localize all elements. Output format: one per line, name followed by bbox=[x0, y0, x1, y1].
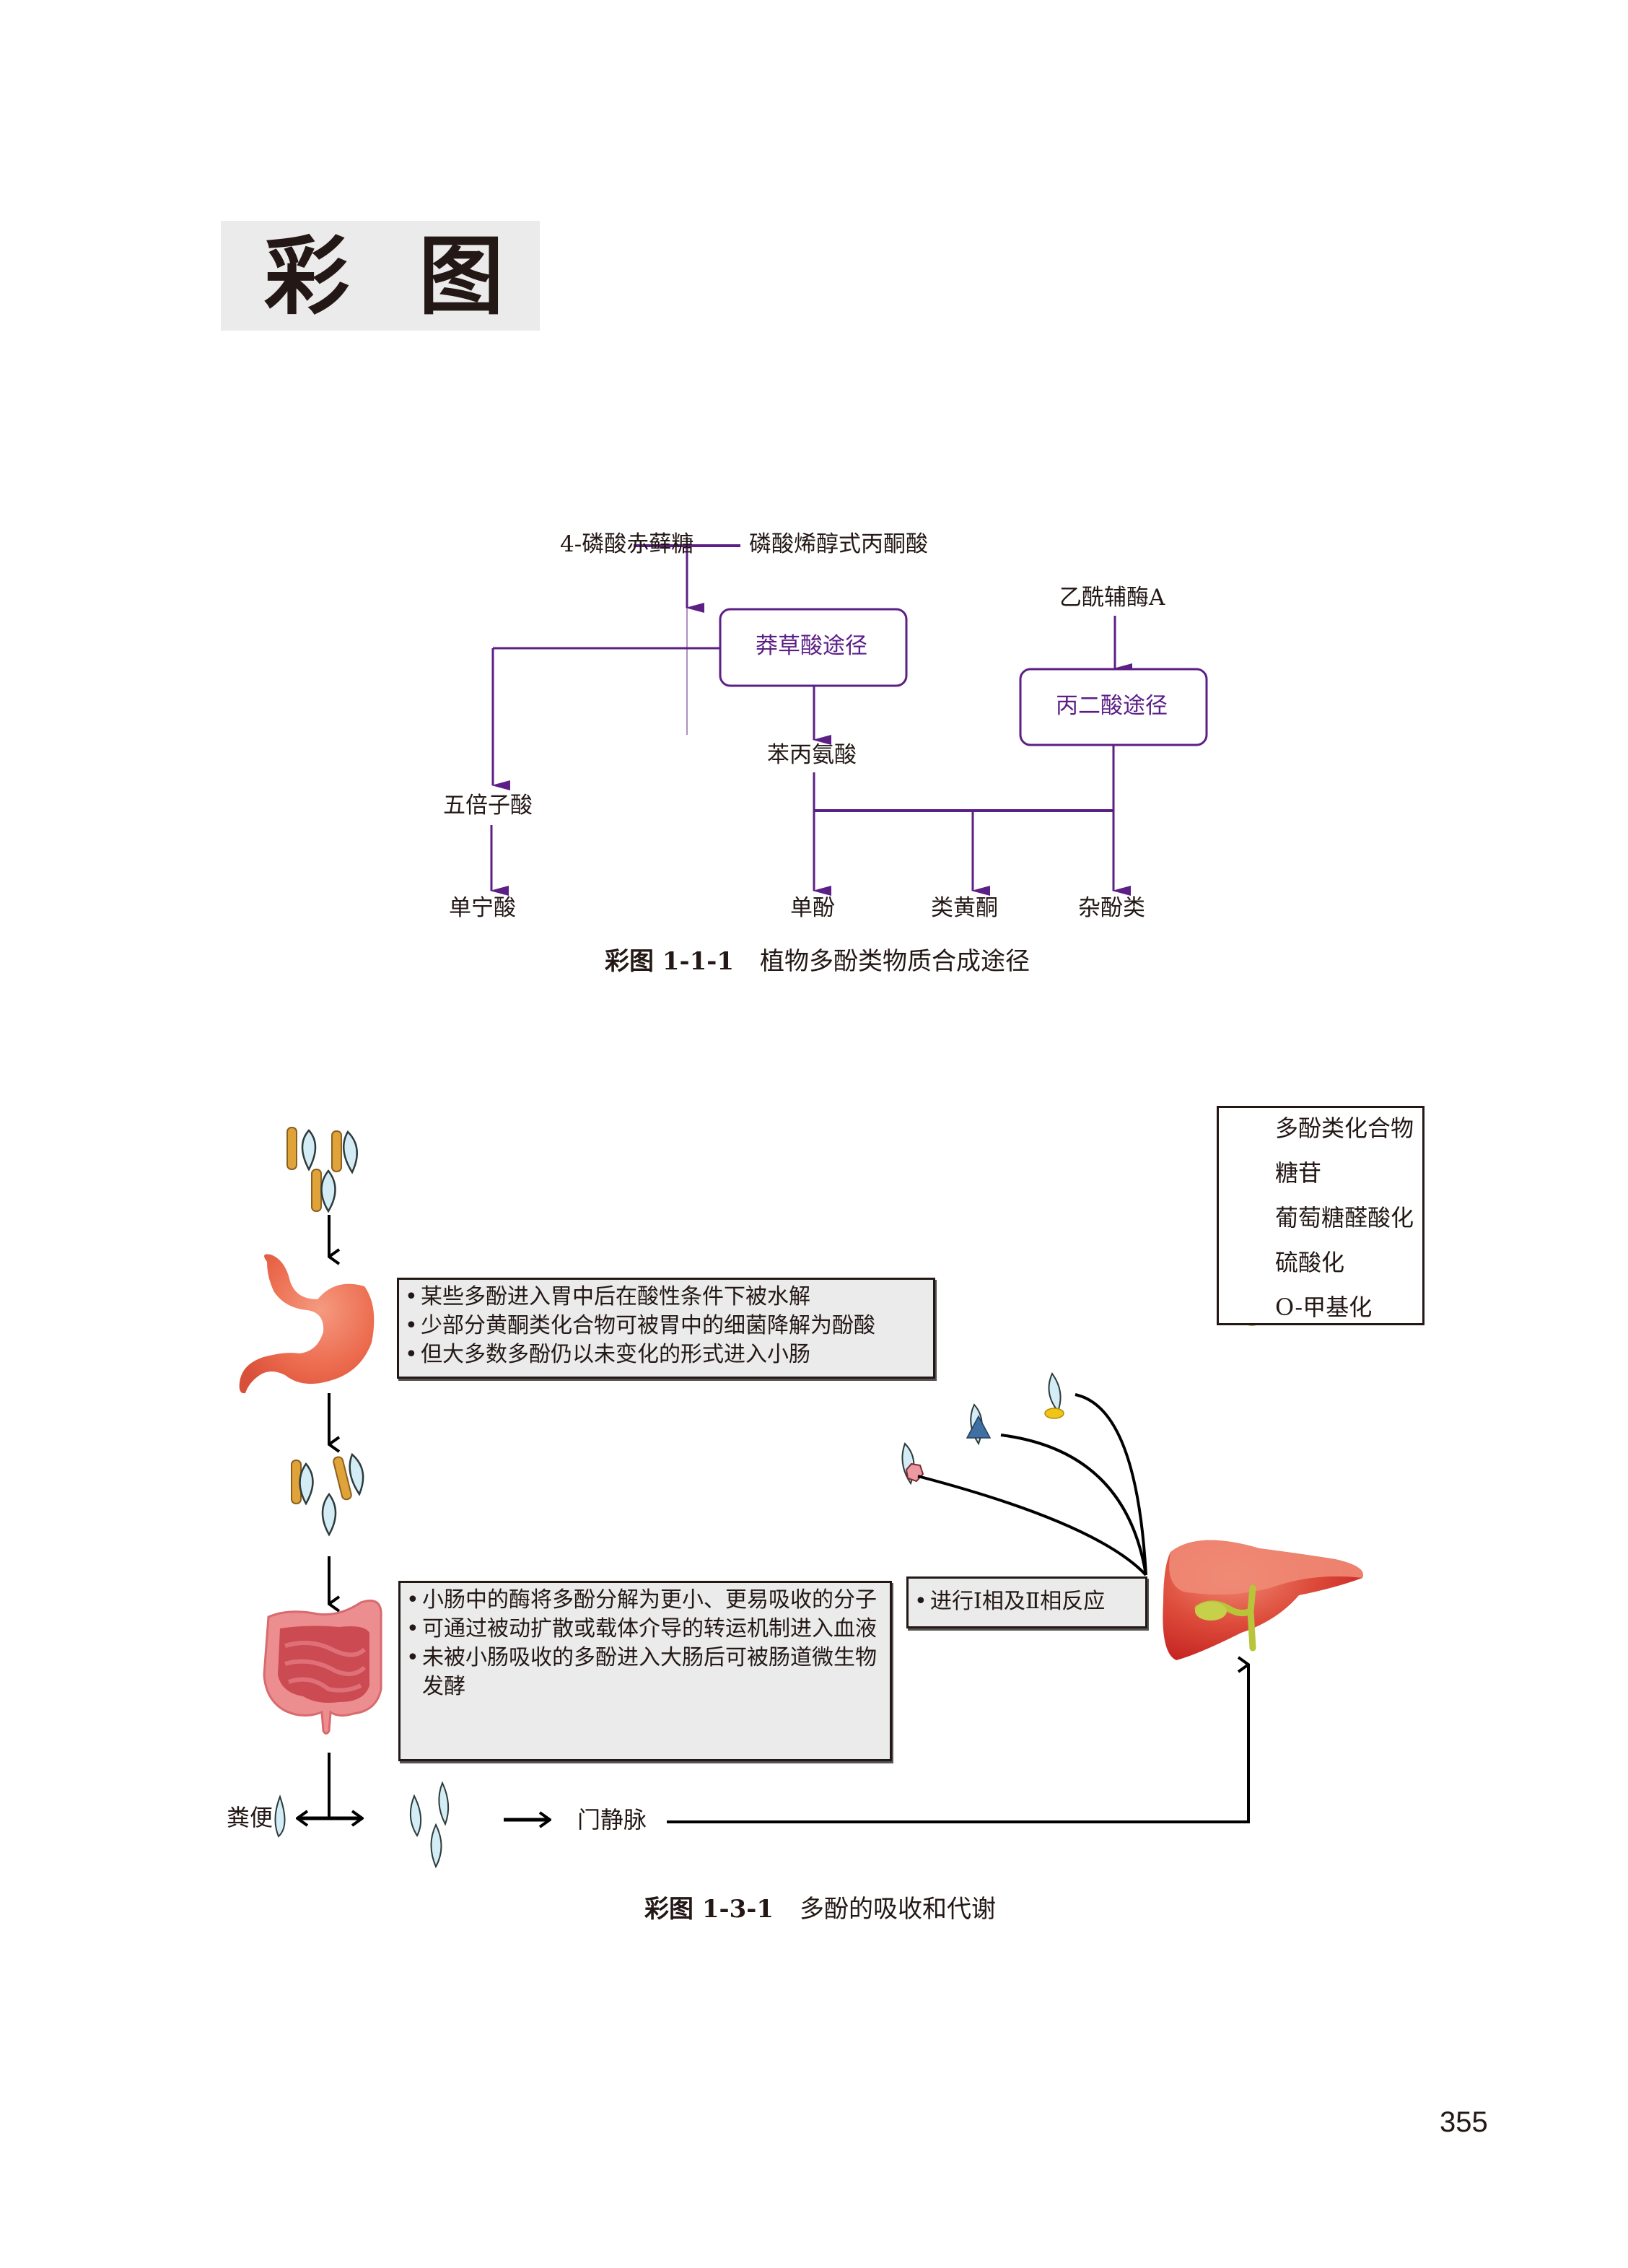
curve-glucuronide-to-liver bbox=[917, 1475, 1147, 1576]
section-title-char-2: 图 bbox=[419, 227, 504, 326]
polyphenol-icon bbox=[438, 1781, 450, 1826]
stomach-notes-box: 某些多酚进入胃中后在酸性条件下被水解 少部分黄酮类化合物可被胃中的细菌降解为酚酸… bbox=[397, 1278, 935, 1379]
stomach-illustration bbox=[239, 1254, 375, 1394]
legend-item-glycoside: 糖苷 bbox=[1275, 1159, 1322, 1187]
feces-label: 粪便 bbox=[227, 1804, 273, 1831]
glycoside-icon bbox=[331, 1130, 342, 1172]
glycoside-complex-group-top bbox=[286, 1127, 358, 1213]
curve-methyl-to-liver bbox=[1075, 1393, 1147, 1576]
intestine-note: 未被小肠吸收的多酚进入大肠后可被肠道微生物发酵 bbox=[406, 1644, 884, 1701]
legend-item-polyphenol: 多酚类化合物 bbox=[1275, 1115, 1414, 1142]
stomach-note: 但大多数多酚仍以未变化的形式进入小肠 bbox=[405, 1340, 927, 1369]
shikimate-pathway-box bbox=[719, 608, 908, 687]
legend-item-glucuronidation: 葡萄糖醛酸化 bbox=[1275, 1204, 1414, 1231]
node-erythrose-4-phosphate: 4-磷酸赤藓糖 bbox=[560, 531, 694, 557]
polyphenol-icon bbox=[409, 1794, 422, 1837]
node-flavonoid: 类黄酮 bbox=[931, 895, 998, 921]
node-tannic-acid: 单宁酸 bbox=[449, 895, 516, 921]
intestine-note: 可通过被动扩散或载体介导的转运机制进入血液 bbox=[406, 1615, 884, 1644]
absorbed-polyphenol-group bbox=[274, 1781, 450, 1869]
glycoside-icon bbox=[311, 1169, 322, 1212]
section-title-char-1: 彩 bbox=[264, 227, 350, 326]
malonate-pathway-box bbox=[1019, 668, 1208, 746]
node-acetyl-coa: 乙酰辅酶A bbox=[1059, 585, 1165, 611]
node-malonate-pathway: 丙二酸途径 bbox=[1056, 693, 1168, 719]
stomach-note: 某些多酚进入胃中后在酸性条件下被水解 bbox=[405, 1283, 927, 1312]
node-shikimate-pathway: 莽草酸途径 bbox=[756, 633, 867, 659]
page-number: 355 bbox=[1440, 2106, 1488, 2138]
node-phosphoenolpyruvate: 磷酸烯醇式丙酮酸 bbox=[749, 531, 928, 557]
figure-1-3-1-caption: 彩图 1-3-1 多酚的吸收和代谢 bbox=[644, 1895, 996, 1924]
glycoside-icon bbox=[333, 1456, 352, 1501]
figure-1-1-1-number: 彩图 1-1-1 bbox=[605, 947, 735, 976]
curve-sulfate-to-liver bbox=[1000, 1434, 1147, 1576]
portal-vein-to-liver-line bbox=[667, 1665, 1250, 1823]
conjugate-sulfate bbox=[966, 1403, 992, 1446]
intestine-notes-box: 小肠中的酶将多酚分解为更小、更易吸收的分子 可通过被动扩散或载体介导的转运机制进… bbox=[398, 1581, 892, 1761]
figure-1-1-1-connectors bbox=[490, 544, 1208, 896]
legend-item-sulfation: 硫酸化 bbox=[1275, 1249, 1345, 1276]
glycoside-complex-group-middle bbox=[291, 1452, 364, 1537]
conjugate-methyl bbox=[1044, 1372, 1064, 1419]
stomach-note: 少部分黄酮类化合物可被胃中的细菌降解为酚酸 bbox=[405, 1312, 927, 1340]
glycoside-icon bbox=[286, 1127, 297, 1170]
node-mixed-phenol: 杂酚类 bbox=[1078, 895, 1145, 921]
polyphenol-icon bbox=[1048, 1372, 1062, 1413]
liver-note: 进行Ⅰ相及Ⅱ相反应 bbox=[914, 1587, 1139, 1616]
sulfation-icon bbox=[966, 1415, 992, 1439]
node-gallic-acid: 五倍子酸 bbox=[443, 793, 533, 819]
intestine-note: 小肠中的酶将多酚分解为更小、更易吸收的分子 bbox=[406, 1586, 884, 1615]
figure-1-3-1-number: 彩图 1-3-1 bbox=[644, 1895, 774, 1924]
figure-1-1-1-caption: 彩图 1-1-1 植物多酚类物质合成途径 bbox=[605, 947, 1030, 976]
glucuronidation-icon bbox=[905, 1462, 924, 1483]
polyphenol-icon bbox=[349, 1452, 364, 1496]
node-monophenol: 单酚 bbox=[790, 895, 835, 921]
portal-vein-label: 门静脉 bbox=[577, 1806, 647, 1833]
section-title-box bbox=[221, 221, 540, 331]
conjugate-glucuronide bbox=[901, 1442, 924, 1486]
node-phenylalanine: 苯丙氨酸 bbox=[767, 742, 857, 768]
liver-note-box: 进行Ⅰ相及Ⅱ相反应 bbox=[906, 1576, 1147, 1628]
o-methylation-icon bbox=[1044, 1408, 1064, 1419]
polyphenol-icon bbox=[321, 1492, 337, 1537]
polyphenol-icon bbox=[320, 1169, 336, 1213]
polyphenol-icon bbox=[343, 1130, 358, 1174]
legend-item-o-methylation: O-甲基化 bbox=[1275, 1294, 1373, 1321]
polyphenol-icon bbox=[299, 1462, 314, 1506]
intestine-illustration bbox=[263, 1600, 382, 1735]
liver-illustration bbox=[1163, 1540, 1363, 1660]
figure-1-1-1-title: 植物多酚类物质合成途径 bbox=[760, 947, 1030, 976]
polyphenol-icon bbox=[301, 1129, 317, 1172]
polyphenol-icon bbox=[430, 1823, 442, 1869]
legend-box: 多酚类化合物 糖苷 葡萄糖醛酸化 硫酸化 O-甲基化 bbox=[1217, 1106, 1424, 1325]
figure-1-3-1-title: 多酚的吸收和代谢 bbox=[800, 1895, 997, 1924]
